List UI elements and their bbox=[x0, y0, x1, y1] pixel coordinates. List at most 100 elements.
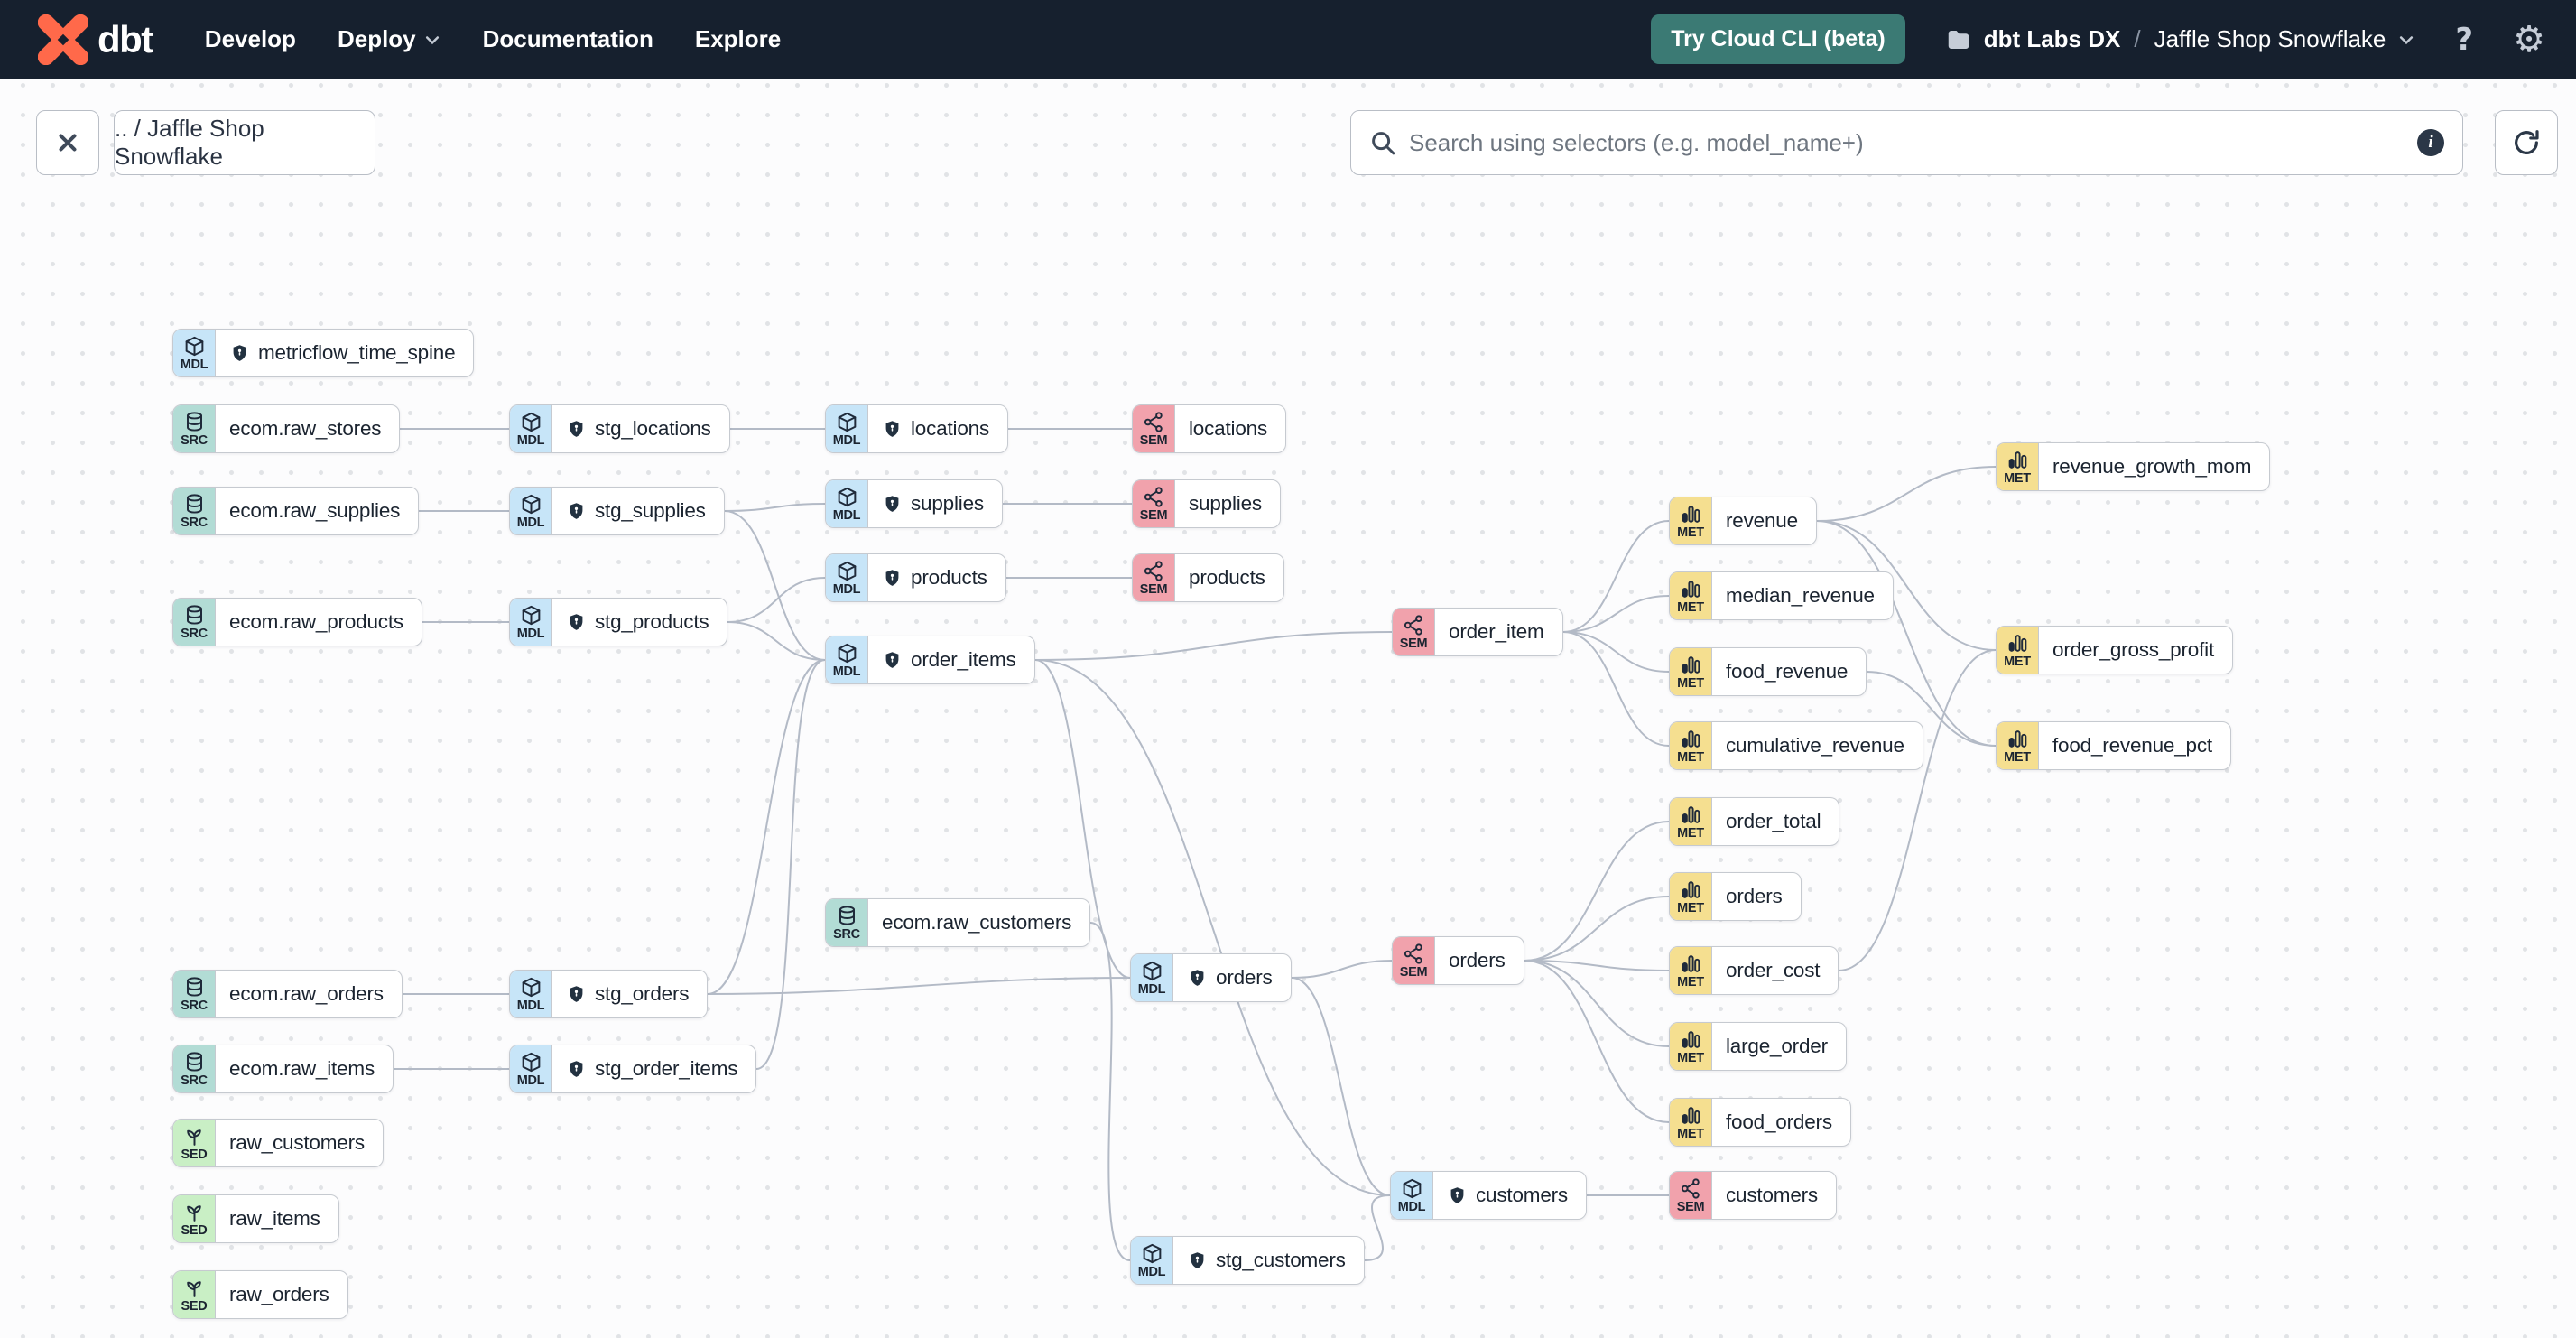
node-label: supplies bbox=[1189, 492, 1262, 515]
bar-chart-icon: MET bbox=[1997, 443, 2039, 490]
node-type-badge: MET bbox=[1677, 1126, 1704, 1141]
shield-icon bbox=[882, 568, 903, 589]
node-type-badge: SED bbox=[181, 1222, 208, 1238]
node-type-badge: SEM bbox=[1399, 636, 1428, 651]
share-network-icon: SEM bbox=[1133, 480, 1175, 527]
sprout-icon: SED bbox=[173, 1271, 216, 1318]
dbt-logo[interactable]: dbt bbox=[38, 14, 153, 65]
shield-icon bbox=[566, 612, 587, 633]
shield-icon bbox=[566, 419, 587, 440]
bar-chart-icon: MET bbox=[1670, 1023, 1712, 1070]
nav-item-deploy[interactable]: Deploy bbox=[338, 25, 441, 53]
gear-icon[interactable]: ⚙ bbox=[2513, 18, 2545, 60]
node-label: ecom.raw_stores bbox=[229, 417, 382, 440]
info-icon[interactable]: i bbox=[2417, 129, 2444, 156]
node-label: stg_customers bbox=[1216, 1249, 1346, 1271]
nav-item-documentation[interactable]: Documentation bbox=[482, 25, 653, 52]
cube-icon: MDL bbox=[826, 405, 868, 452]
nav-right: Try Cloud CLI (beta) dbt Labs DX / Jaffl… bbox=[1651, 14, 2545, 64]
edge-mdl_stg_orders-mdl_orders bbox=[707, 977, 1131, 995]
node-type-badge: MDL bbox=[832, 664, 861, 679]
refresh-button[interactable] bbox=[2495, 110, 2558, 175]
node-type-badge: MDL bbox=[1137, 1264, 1166, 1279]
node-label: raw_customers bbox=[229, 1131, 365, 1154]
breadcrumb[interactable]: .. / Jaffle Shop Snowflake bbox=[114, 110, 375, 175]
node-food_revenue[interactable]: MET food_revenue bbox=[1669, 647, 1867, 696]
node-label: orders bbox=[1726, 885, 1783, 907]
database-icon: SRC bbox=[826, 899, 868, 946]
close-lineage-button[interactable] bbox=[36, 110, 99, 175]
node-stg_customers[interactable]: MDL stg_customers bbox=[1130, 1236, 1365, 1285]
try-cloud-cli-button[interactable]: Try Cloud CLI (beta) bbox=[1651, 14, 1905, 64]
bar-chart-icon: MET bbox=[1670, 873, 1712, 920]
node-type-badge: MDL bbox=[832, 581, 861, 597]
shield-icon bbox=[566, 1059, 587, 1080]
node-type-badge: MET bbox=[1677, 675, 1704, 691]
shield-icon bbox=[882, 419, 903, 440]
top-nav: dbt Develop Deploy Documentation Explore… bbox=[0, 0, 2576, 79]
node-type-badge: MDL bbox=[516, 998, 545, 1013]
project-selector[interactable]: dbt Labs DX / Jaffle Shop Snowflake bbox=[1945, 25, 2416, 53]
node-type-badge: MDL bbox=[832, 507, 861, 523]
node-label: orders bbox=[1216, 966, 1273, 989]
search-input[interactable] bbox=[1409, 128, 2405, 157]
nav-menu: Develop Deploy Documentation Explore bbox=[205, 25, 781, 53]
edge-mdl_order_items-mdl_orders bbox=[1034, 659, 1131, 979]
edge-sem_orders-met_order_total bbox=[1524, 821, 1670, 962]
help-icon[interactable]: ? bbox=[2455, 21, 2474, 58]
node-type-badge: SEM bbox=[1676, 1199, 1705, 1214]
edge-sem_orders-met_large_order bbox=[1524, 960, 1670, 1047]
nav-item-explore[interactable]: Explore bbox=[694, 25, 782, 52]
node-label: ecom.raw_products bbox=[229, 610, 403, 633]
edge-sem_orders-met_order_cost bbox=[1524, 960, 1670, 971]
sprout-icon: SED bbox=[173, 1195, 216, 1242]
brand-wordmark: dbt bbox=[97, 17, 153, 60]
node-supplies[interactable]: SEM supplies bbox=[1132, 479, 1281, 528]
node-label: order_total bbox=[1726, 810, 1821, 832]
node-orders[interactable]: MET orders bbox=[1669, 872, 1802, 921]
node-label: products bbox=[1189, 566, 1265, 589]
shield-icon bbox=[566, 984, 587, 1005]
node-raw_orders[interactable]: SED raw_orders bbox=[172, 1270, 348, 1319]
node-label: food_revenue bbox=[1726, 660, 1849, 683]
node-label: raw_orders bbox=[229, 1283, 329, 1305]
bar-chart-icon: MET bbox=[1670, 722, 1712, 769]
nav-item-develop[interactable]: Develop bbox=[204, 25, 296, 52]
